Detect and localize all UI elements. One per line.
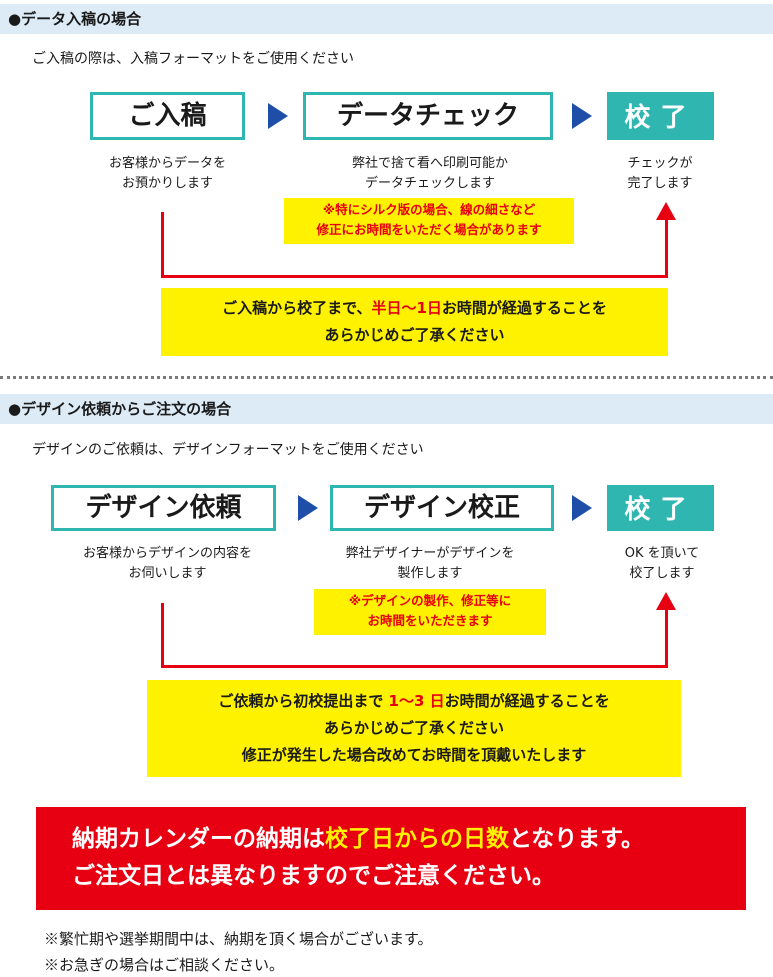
notice-line: あらかじめご了承ください [323,719,504,737]
turnaround-notice: ご依頼から初校提出まで 1〜3 日お時間が経過することを あらかじめご了承くださ… [147,680,681,777]
step-description: 弊社デザイナーがデザインを 製作します [315,544,545,584]
description-line: 完了します [627,176,693,191]
note-line: お時間をいただきます [367,613,493,628]
step-description: お客様からデータを お預かりします [70,154,265,194]
connector-line [665,608,668,668]
connector-line [665,218,668,278]
description-line: お客様からデータを [108,156,226,171]
description-line: お客様からデザインの内容を [82,546,252,561]
section-header-data-submission: ●データ入稿の場合 [0,4,773,34]
banner-text: となります。 [509,826,645,852]
connector-line [161,275,668,278]
step-description: チェックが 完了します [610,154,710,194]
banner-text: 納期カレンダーの納期は [72,826,325,852]
flow-arrow-icon [572,495,592,521]
section-divider [0,376,773,379]
note-line: ※特にシルク版の場合、線の細さなど [322,202,536,217]
banner-highlight: 校了日からの日数 [325,826,509,852]
notice-line: 修正が発生した場合改めてお時間を頂戴いたします [241,746,587,764]
notice-text: ご入稿から校了まで、 [222,299,372,317]
notice-text: お時間が経過することを [441,299,607,317]
flow-arrow-icon [572,103,592,129]
description-line: データチェックします [364,176,495,191]
banner-line: ご注文日とは異なりますのでご注意ください。 [72,863,555,889]
arrow-up-icon [656,202,676,220]
note-line: 修正にお時間をいただく場合があります [316,222,542,237]
silk-print-note: ※特にシルク版の場合、線の細さなど 修正にお時間をいただく場合があります [284,198,574,244]
step-submission-box: ご入稿 [90,92,245,140]
description-line: 弊社で捨て看へ印刷可能か [351,156,508,171]
notice-line: ご依頼から初校提出まで 1〜3 日お時間が経過することを [147,688,681,715]
connector-line [161,212,164,278]
flow-arrow-icon [298,495,318,521]
description-line: 弊社デザイナーがデザインを [345,546,515,561]
notice-line: あらかじめご了承ください [324,326,505,344]
step-description: 弊社で捨て看へ印刷可能か データチェックします [310,154,550,194]
footnote-busy-season: ※繁忙期や選挙期間中は、納期を頂く場合がございます。 [44,930,433,948]
description-line: お預かりします [121,176,213,191]
section-intro-text: デザインのご依頼は、デザインフォーマットをご使用ください [32,442,424,458]
design-time-note: ※デザインの製作、修正等に お時間をいただきます [314,589,546,635]
section-intro-text: ご入稿の際は、入稿フォーマットをご使用ください [32,51,354,67]
notice-text: お時間が経過することを [444,692,610,710]
delivery-date-warning-banner: 納期カレンダーの納期は校了日からの日数となります。 ご注文日とは異なりますのでご… [36,807,746,910]
notice-highlight: 半日〜1日 [371,299,442,317]
arrow-up-icon [656,592,676,610]
connector-line [161,603,164,668]
section-header-design-request: ●デザイン依頼からご注文の場合 [0,394,773,424]
description-line: 製作します [397,566,463,581]
step-design-proof-box: デザイン校正 [330,485,554,531]
connector-line [161,665,668,668]
description-line: お伺いします [128,566,207,581]
step-data-check-box: データチェック [303,92,553,140]
notice-line: ご入稿から校了まで、半日〜1日お時間が経過することを [161,295,668,322]
banner-line: 納期カレンダーの納期は校了日からの日数となります。 [72,821,746,858]
note-line: ※デザインの製作、修正等に [348,593,512,608]
description-line: チェックが [627,156,693,171]
notice-highlight: 1〜3 日 [388,692,445,710]
step-description: OK を頂いて 校了します [607,544,717,584]
step-design-request-box: デザイン依頼 [51,485,276,531]
turnaround-notice: ご入稿から校了まで、半日〜1日お時間が経過することを あらかじめご了承ください [161,288,668,356]
description-line: OK を頂いて [624,546,700,561]
description-line: 校了します [629,566,695,581]
notice-text: ご依頼から初校提出まで [218,692,389,710]
flow-arrow-icon [268,103,288,129]
step-proof-complete-box: 校了 [607,92,714,140]
step-description: お客様からデザインの内容を お伺いします [55,544,280,584]
step-proof-complete-box: 校了 [607,485,714,531]
footnote-rush-order: ※お急ぎの場合はご相談ください。 [44,956,285,974]
